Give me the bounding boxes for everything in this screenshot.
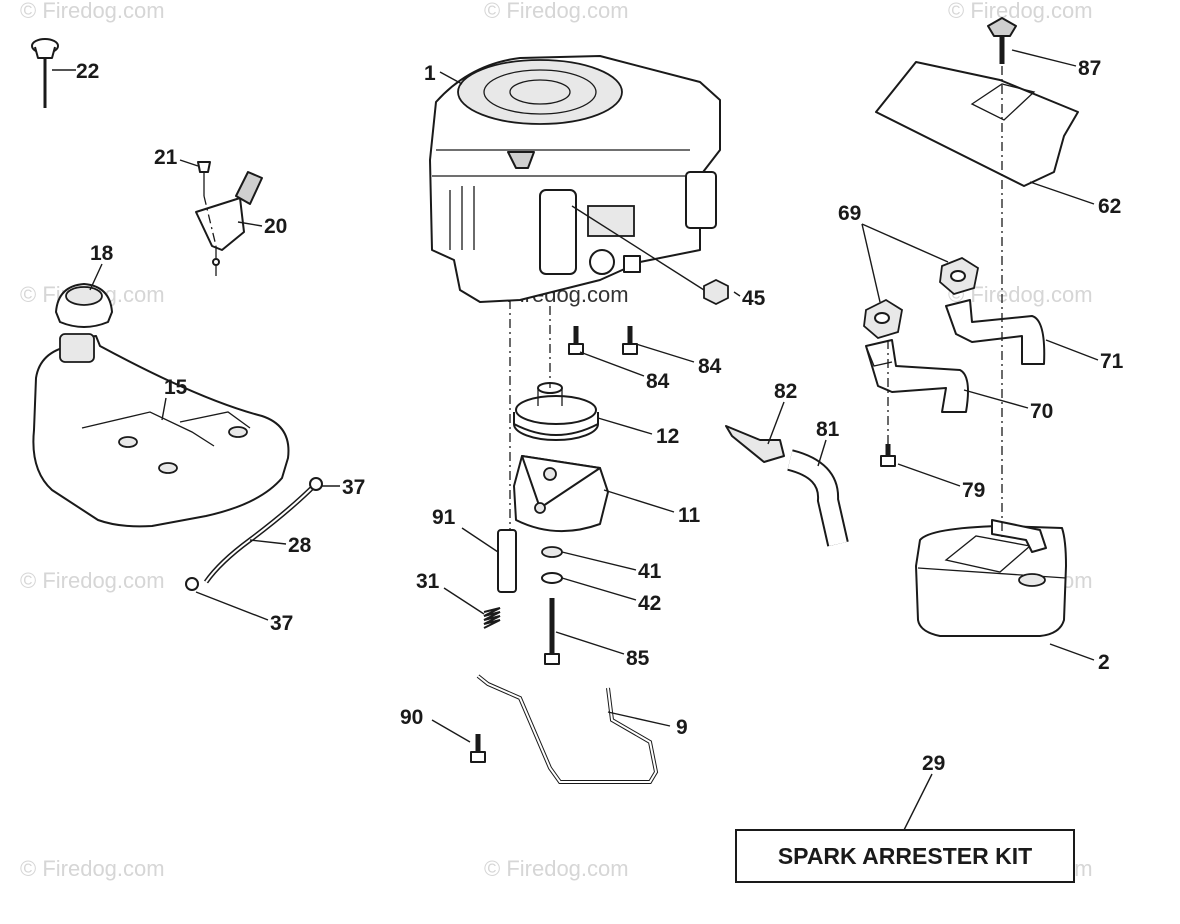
part-label-37[interactable]: 37 [270, 612, 293, 635]
part-79-bolt[interactable] [880, 444, 896, 467]
part-18-fuel-cap[interactable] [55, 283, 113, 328]
part-label-20[interactable]: 20 [264, 215, 287, 238]
watermark: © Firedog.com [484, 856, 629, 881]
watermark: © Firedog.com [948, 0, 1093, 23]
part-9-belt-guide[interactable] [476, 674, 659, 784]
part-label-70[interactable]: 70 [1030, 400, 1053, 423]
part-label-41[interactable]: 41 [638, 560, 662, 583]
part-label-82[interactable]: 82 [774, 380, 797, 403]
part-71-exhaust-pipe[interactable] [945, 299, 1046, 365]
part-11-pto-clutch[interactable] [513, 455, 609, 533]
watermark: © Firedog.com [484, 0, 629, 23]
part-label-91[interactable]: 91 [432, 506, 456, 529]
part-label-37[interactable]: 37 [342, 476, 365, 499]
part-label-21[interactable]: 21 [154, 146, 178, 169]
part-70-exhaust-pipe[interactable] [865, 339, 969, 413]
part-2-muffler[interactable] [915, 519, 1067, 637]
part-label-79[interactable]: 79 [962, 479, 985, 502]
part-82-fitting[interactable] [725, 425, 785, 463]
part-62-heat-shield[interactable] [875, 61, 1079, 187]
part-label-62[interactable]: 62 [1098, 195, 1121, 218]
watermark: © Firedog.com [20, 0, 165, 23]
part-label-18[interactable]: 18 [90, 242, 114, 265]
leader-lines [52, 49, 1099, 831]
part-label-2[interactable]: 2 [1098, 651, 1110, 674]
part-label-85[interactable]: 85 [626, 647, 650, 670]
part-label-90[interactable]: 90 [400, 706, 423, 729]
part-label-71[interactable]: 71 [1100, 350, 1124, 373]
part-90-bolt[interactable] [470, 734, 486, 763]
part-label-84[interactable]: 84 [698, 355, 722, 378]
part-label-29[interactable]: 29 [922, 752, 945, 775]
part-31-spring[interactable] [483, 607, 501, 629]
part-87-wing-bolt[interactable] [987, 17, 1017, 64]
part-label-81[interactable]: 81 [816, 418, 840, 441]
spark-arrester-kit-label: SPARK ARRESTER KIT [778, 843, 1032, 869]
part-12-pulley[interactable] [513, 382, 599, 441]
watermark: © Firedog.com [20, 568, 165, 593]
part-label-12[interactable]: 12 [656, 425, 679, 448]
part-85-bolt[interactable] [544, 598, 560, 665]
part-91-spacer[interactable] [497, 529, 517, 593]
part-label-69[interactable]: 69 [838, 202, 861, 225]
part-81-hose[interactable] [786, 449, 849, 547]
part-84-bolts[interactable] [568, 326, 638, 355]
part-label-31[interactable]: 31 [416, 570, 440, 593]
part-1-engine[interactable] [429, 55, 721, 303]
part-label-1[interactable]: 1 [424, 62, 436, 85]
part-label-28[interactable]: 28 [288, 534, 312, 557]
part-label-15[interactable]: 15 [164, 376, 188, 399]
part-label-11[interactable]: 11 [678, 504, 701, 527]
part-label-87[interactable]: 87 [1078, 57, 1101, 80]
part-69-gaskets[interactable] [863, 256, 980, 340]
part-label-84[interactable]: 84 [646, 370, 670, 393]
part-45-nut[interactable] [703, 278, 729, 306]
part-15-fuel-tank[interactable] [32, 333, 290, 528]
spark-arrester-kit-box[interactable]: SPARK ARRESTER KIT [735, 829, 1075, 883]
part-label-22[interactable]: 22 [76, 60, 99, 83]
part-41-42-washers[interactable] [541, 546, 563, 584]
part-labels: 22 21 20 18 15 37 28 37 1 45 84 84 12 11… [76, 57, 1124, 775]
alignment-lines [203, 66, 1003, 540]
watermark: © Firedog.com [20, 856, 165, 881]
part-20-throttle-control[interactable] [195, 161, 263, 276]
part-label-42[interactable]: 42 [638, 592, 661, 615]
part-label-9[interactable]: 9 [676, 716, 688, 739]
part-label-45[interactable]: 45 [742, 287, 766, 310]
part-22-knob[interactable] [31, 38, 59, 108]
